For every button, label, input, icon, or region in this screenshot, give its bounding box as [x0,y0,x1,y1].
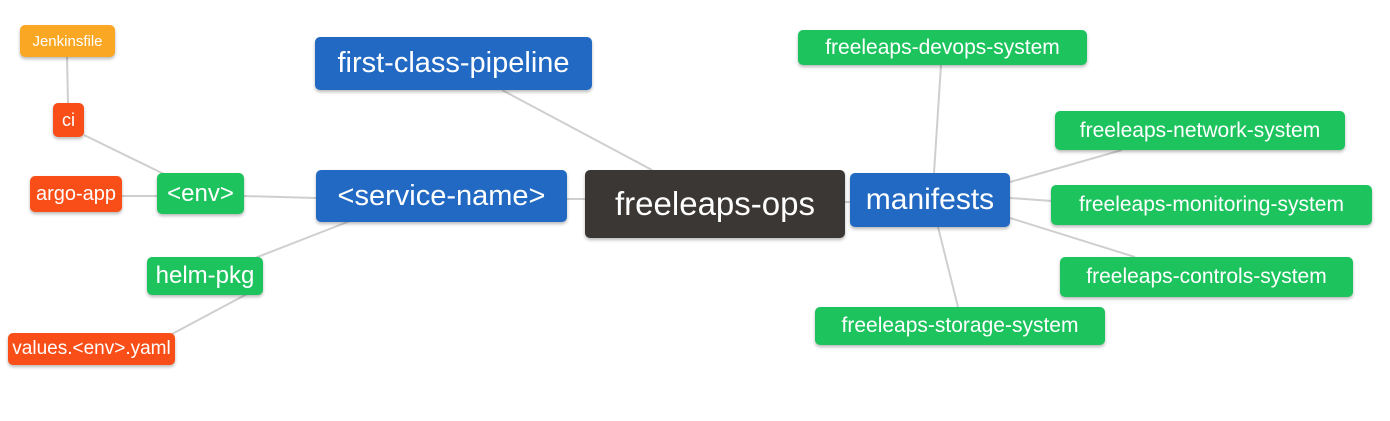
node-service-name[interactable]: <service-name> [316,170,567,222]
node-ci[interactable]: ci [53,103,84,137]
edge-manifests-controls-system [1009,217,1136,258]
node-freeleaps-monitoring-system[interactable]: freeleaps-monitoring-system [1051,185,1372,225]
edge-service-name-helm-pkg [254,220,351,259]
node-env[interactable]: <env> [157,173,244,214]
node-freeleaps-controls-system[interactable]: freeleaps-controls-system [1060,257,1353,297]
node-first-class-pipeline[interactable]: first-class-pipeline [315,37,592,90]
edge-helm-pkg-values [171,293,248,335]
edge-jenkinsfile-ci [66,56,69,104]
node-manifests[interactable]: manifests [850,173,1010,227]
edge-manifests-devops-system [933,64,942,174]
edge-manifests-network-system [1009,149,1123,183]
node-argo-app[interactable]: argo-app [30,176,122,212]
node-freeleaps-network-system[interactable]: freeleaps-network-system [1055,111,1345,150]
node-jenkinsfile[interactable]: Jenkinsfile [20,25,115,57]
node-helm-pkg[interactable]: helm-pkg [147,257,263,295]
node-freeleaps-devops-system[interactable]: freeleaps-devops-system [798,30,1087,65]
node-values-env-yaml[interactable]: values.<env>.yaml [8,333,175,365]
edge-ci-env [83,134,169,177]
edge-manifests-storage-system [937,226,959,308]
node-freeleaps-storage-system[interactable]: freeleaps-storage-system [815,307,1105,345]
edge-pipeline-freeleaps-ops [501,89,653,171]
edge-env-service-name [242,195,317,199]
edge-manifests-monitoring-system [1009,197,1053,202]
node-freeleaps-ops-root[interactable]: freeleaps-ops [585,170,845,238]
